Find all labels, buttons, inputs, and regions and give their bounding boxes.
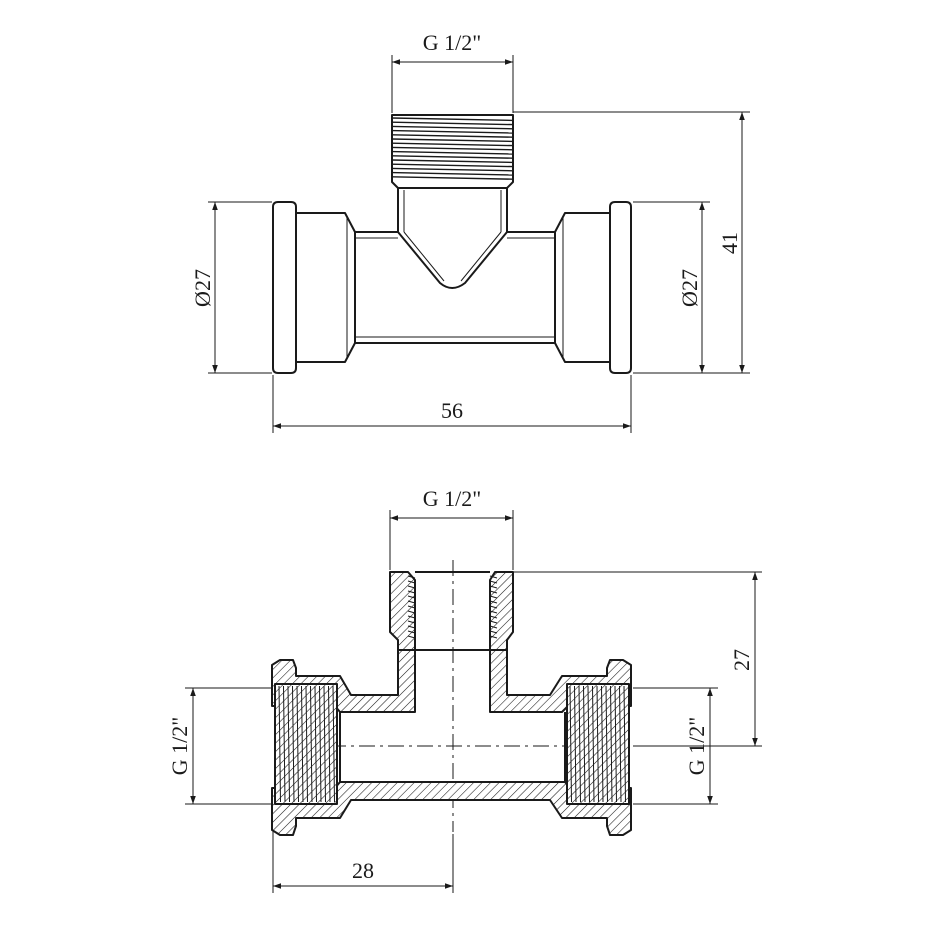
branch-neck	[397, 188, 508, 289]
dim-section-half-length: 28	[352, 858, 374, 883]
tee-exterior-view	[272, 114, 632, 374]
tee-section-view	[271, 560, 632, 836]
section-branch-right-wall	[489, 571, 514, 651]
dim-section-height: 27	[729, 649, 754, 671]
section-branch-left-wall	[389, 571, 416, 651]
dim-length: 56	[441, 398, 463, 423]
male-thread	[391, 117, 514, 180]
dim-diameter-right: Ø27	[677, 269, 702, 307]
dim-section-thread-top: G 1/2"	[423, 486, 481, 511]
dim-section-thread-right: G 1/2"	[684, 717, 709, 775]
right-end-ring	[609, 201, 632, 374]
dim-height: 41	[717, 232, 742, 254]
left-end-ring	[272, 201, 297, 374]
tee-body	[355, 231, 555, 344]
right-collar	[554, 212, 610, 363]
section-dimensions: G 1/2" 27 G 1/2" G 1/2" 28	[167, 486, 762, 893]
left-collar	[296, 212, 356, 363]
dim-section-thread-left: G 1/2"	[167, 717, 192, 775]
dim-thread-top: G 1/2"	[423, 30, 481, 55]
top-dimensions: G 1/2" 41 Ø27 Ø27 56	[190, 30, 750, 433]
dim-diameter-left: Ø27	[190, 269, 215, 307]
